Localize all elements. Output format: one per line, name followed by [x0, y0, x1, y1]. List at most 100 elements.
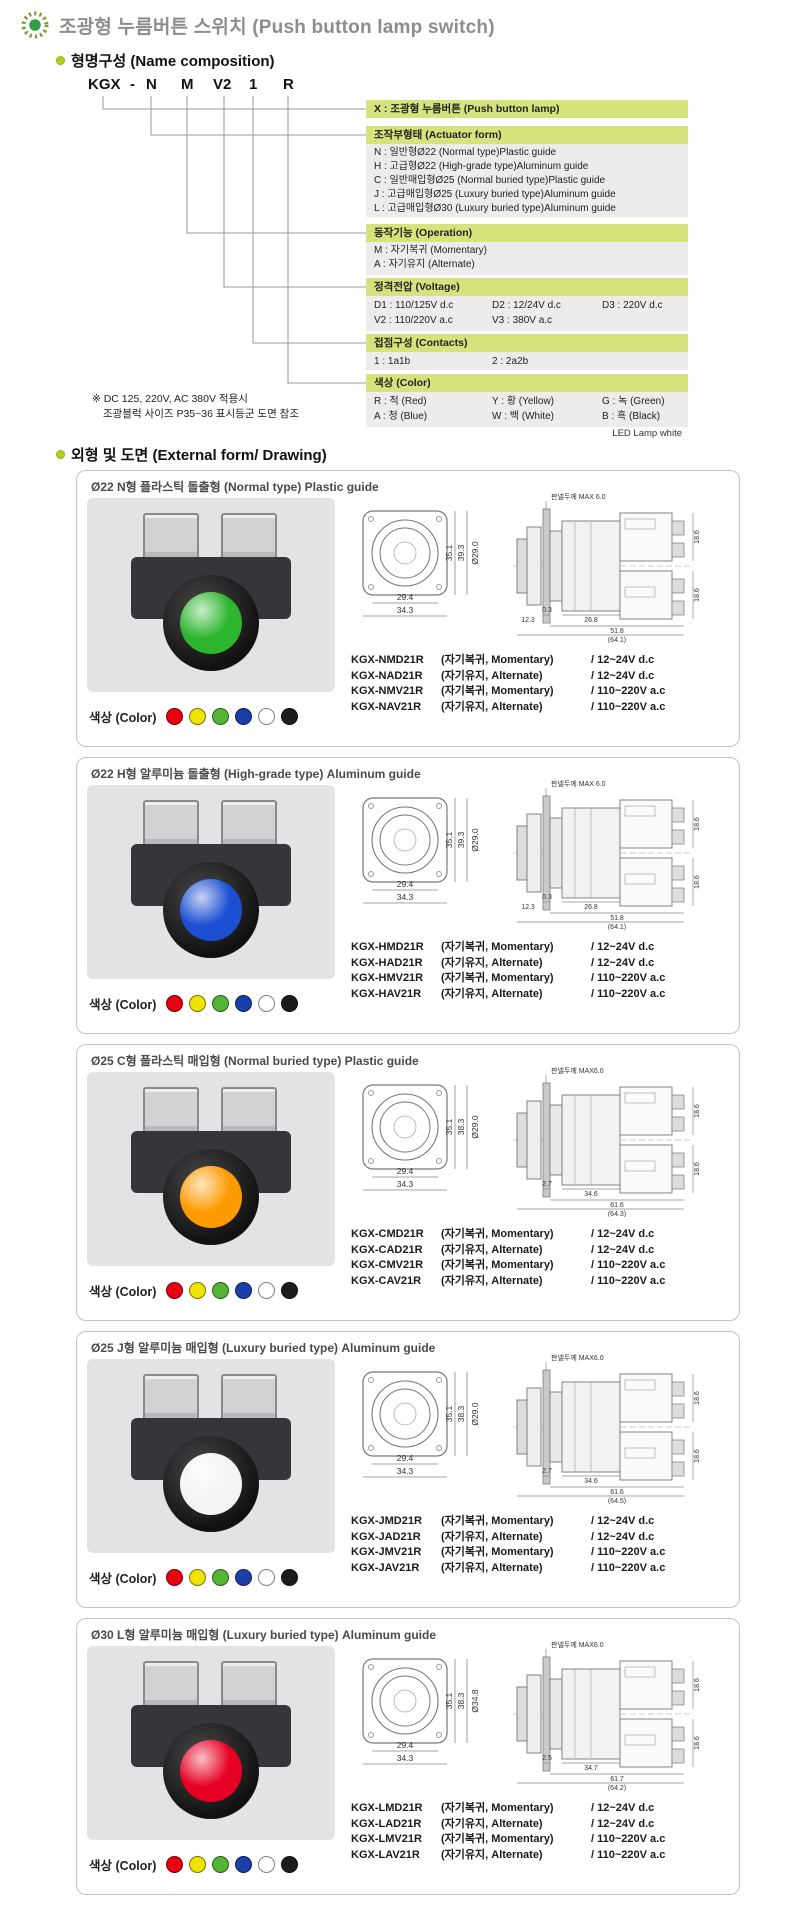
terminal-block	[221, 1374, 277, 1424]
button-cap	[180, 592, 242, 654]
switch-illustration	[123, 800, 299, 964]
button-gloss	[180, 1166, 242, 1228]
color-swatch-black	[281, 995, 299, 1012]
legend-cell: W : 백 (White)	[492, 411, 554, 422]
model-row: KGX-NMV21R (자기복귀, Momentary) / 110~220V …	[351, 684, 733, 700]
section-heading-name-composition: 형명구성 (Name composition)	[56, 50, 275, 71]
model-row: KGX-CAD21R (자기유지, Alternate) / 12~24V d.…	[351, 1243, 733, 1259]
color-swatch-black	[281, 708, 299, 725]
model-row: KGX-CAV21R (자기유지, Alternate) / 110~220V …	[351, 1274, 733, 1290]
model-voltage: / 12~24V d.c	[591, 1243, 655, 1256]
terminal-block	[221, 800, 277, 850]
section-bullet-icon	[56, 56, 65, 65]
legend-operation-items: M : 자기복귀 (Momentary) A : 자기유지 (Alternate…	[366, 242, 688, 275]
product-photo	[87, 1646, 335, 1840]
svg-text:0.3: 0.3	[542, 894, 552, 901]
svg-text:18.6: 18.6	[694, 1449, 701, 1463]
svg-text:34.3: 34.3	[397, 605, 414, 615]
svg-text:34.7: 34.7	[584, 1765, 598, 1772]
svg-text:51.8: 51.8	[610, 915, 624, 922]
model-code: KGX-CAV21R	[351, 1274, 422, 1287]
legend-cell: 1 : 1a1b	[374, 356, 411, 367]
model-operation: (자기복귀, Momentary)	[441, 685, 554, 697]
color-swatch-yellow	[189, 1569, 207, 1586]
product-title: Ø25 J형 알루미늄 매입형 (Luxury buried type) Alu…	[91, 1341, 436, 1355]
svg-text:18.6: 18.6	[694, 1104, 701, 1118]
color-swatch-red	[166, 1569, 184, 1586]
svg-text:판넬두께 MAX6.0: 판넬두께 MAX6.0	[551, 1066, 604, 1075]
model-voltage: / 110~220V a.c	[591, 987, 666, 1000]
svg-text:18.6: 18.6	[694, 1391, 701, 1405]
legend-row: V2 : 110/220V a.c V3 : 380V a.c	[374, 313, 688, 328]
side-view-drawing: 판넬두께 MAX6.0 2.7 34.6 61.6 (64.3) 18.6 18…	[513, 1066, 701, 1217]
svg-text:(64.5): (64.5)	[608, 1498, 626, 1504]
model-row: KGX-LAV21R (자기유지, Alternate) / 110~220V …	[351, 1848, 733, 1864]
legend-contacts-header: 접점구성 (Contacts)	[366, 334, 688, 352]
terminal-block	[143, 800, 199, 850]
svg-text:18.6: 18.6	[694, 530, 701, 544]
color-swatch-black	[281, 1282, 299, 1299]
color-options: 색상 (Color)	[89, 707, 299, 726]
model-operation: (자기복귀, Momentary)	[441, 972, 554, 984]
led-lamp-note: LED Lamp white	[612, 428, 682, 439]
color-swatch-yellow	[189, 708, 207, 725]
legend-row: R : 적 (Red) Y : 황 (Yellow) G : 녹 (Green)	[374, 394, 688, 409]
svg-text:Ø29.0: Ø29.0	[470, 828, 480, 851]
svg-text:판넬두께 MAX6.0: 판넬두께 MAX6.0	[551, 1640, 604, 1649]
model-code: KGX-CAD21R	[351, 1243, 423, 1256]
model-voltage: / 110~220V a.c	[591, 1259, 666, 1271]
button-gloss	[180, 1740, 242, 1802]
model-voltage: / 110~220V a.c	[591, 1848, 666, 1861]
svg-text:18.6: 18.6	[694, 1678, 701, 1692]
svg-text:판넬두께 MAX 6.0: 판넬두께 MAX 6.0	[551, 779, 606, 788]
model-row: KGX-HMD21R (자기복귀, Momentary) / 12~24V d.…	[351, 940, 733, 956]
switch-illustration	[123, 1661, 299, 1825]
model-row: KGX-HAD21R (자기유지, Alternate) / 12~24V d.…	[351, 956, 733, 972]
model-code: KGX-NMD21R	[351, 654, 424, 666]
color-options: 색상 (Color)	[89, 1568, 299, 1587]
model-voltage: / 12~24V d.c	[591, 1530, 655, 1543]
model-row: KGX-NMD21R (자기복귀, Momentary) / 12~24V d.…	[351, 653, 733, 669]
svg-text:35.1: 35.1	[444, 831, 454, 848]
svg-text:12.3: 12.3	[521, 904, 535, 911]
legend-cell: 2 : 2a2b	[492, 356, 529, 367]
color-swatch-white	[258, 1282, 276, 1299]
button-cap	[180, 1740, 242, 1802]
color-label: 색상 (Color)	[89, 998, 157, 1012]
color-swatch-yellow	[189, 1282, 207, 1299]
svg-text:18.6: 18.6	[694, 875, 701, 889]
model-code: KGX-HMD21R	[351, 941, 424, 953]
switch-illustration	[123, 1087, 299, 1251]
model-code: KGX-LAD21R	[351, 1817, 422, 1830]
color-swatch-blue	[235, 1569, 253, 1586]
connector-lines	[102, 96, 366, 384]
color-swatch-red	[166, 995, 184, 1012]
svg-text:39.3: 39.3	[456, 544, 466, 561]
model-code: KGX-LMD21R	[351, 1802, 423, 1814]
svg-text:34.6: 34.6	[584, 1191, 598, 1198]
model-code: KGX-HAV21R	[351, 987, 422, 1000]
legend-row: A : 청 (Blue) W : 백 (White) B : 흑 (Black)	[374, 409, 688, 424]
product-card-n22: Ø22 N형 플라스틱 돌출형 (Normal type) Plastic gu…	[76, 470, 740, 747]
legend-line: C : 일반매입형Ø25 (Normal buried type)Plastic…	[374, 175, 606, 186]
svg-text:(64.1): (64.1)	[608, 924, 626, 930]
product-card-l30: Ø30 L형 알루미늄 매입형 (Luxury buried type) Alu…	[76, 1618, 740, 1895]
side-view-drawing: 판넬두께 MAX 6.0 12.3 0.3 26.8 51.8 (64.1) 1…	[513, 779, 701, 930]
legend-cell: D3 : 220V d.c	[602, 300, 663, 311]
model-voltage: / 110~220V a.c	[591, 1561, 666, 1574]
model-row: KGX-NAV21R (자기유지, Alternate) / 110~220V …	[351, 700, 733, 716]
product-title: Ø22 N형 플라스틱 돌출형 (Normal type) Plastic gu…	[91, 480, 379, 494]
color-swatch-red	[166, 1282, 184, 1299]
legend-row: D1 : 110/125V d.c D2 : 12/24V d.c D3 : 2…	[374, 298, 688, 313]
model-operation: (자기복귀, Momentary)	[441, 1259, 554, 1271]
model-code: KGX-CMD21R	[351, 1228, 424, 1240]
section-bullet-icon	[56, 450, 65, 459]
model-voltage: / 12~24V d.c	[591, 654, 655, 666]
svg-text:35.1: 35.1	[444, 1118, 454, 1135]
color-swatch-green	[212, 1569, 230, 1586]
model-operation: (자기유지, Alternate)	[441, 700, 543, 713]
front-view-drawing: 29.4 34.3 35.1 38.3 Ø29.0	[362, 1084, 480, 1191]
code-part-series: KGX	[88, 76, 121, 93]
color-swatch-white	[258, 1856, 276, 1873]
